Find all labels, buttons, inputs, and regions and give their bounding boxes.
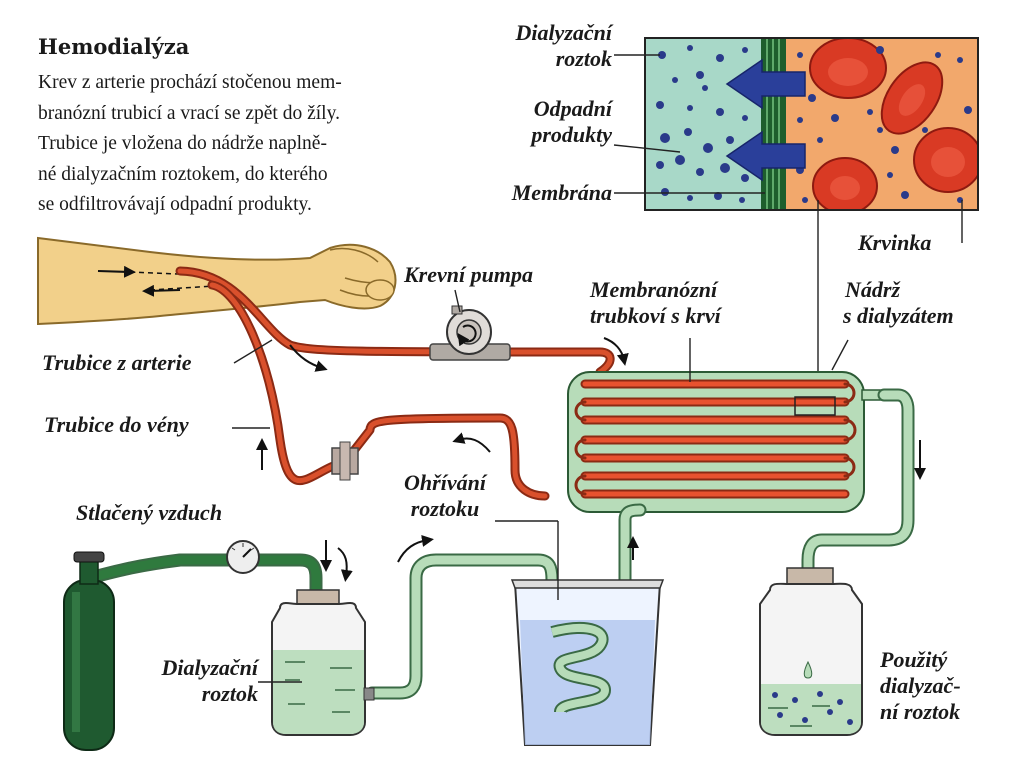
label-membrane-tubes: Membranózní trubkoví s krví bbox=[590, 277, 721, 328]
blood-pump bbox=[429, 305, 511, 361]
pressure-gauge bbox=[226, 540, 260, 574]
description: Krev z arterie prochází stočenou mem- br… bbox=[38, 68, 468, 221]
transport-arrows bbox=[725, 58, 806, 182]
label-compressed-air: Stlačený vzduch bbox=[76, 500, 223, 525]
label-vein-tube: Trubice do vény bbox=[44, 412, 189, 437]
label-dialysis-solution: Dialyzační roztok bbox=[161, 655, 258, 706]
description-line: branózní trubicí a vrací se zpět do žíly… bbox=[38, 102, 340, 124]
dialysate-tubing bbox=[83, 388, 915, 717]
label-waste-products: Odpadní produkty bbox=[531, 96, 612, 147]
solution-bottle bbox=[271, 540, 375, 736]
label-dialyzate-inset: Dialyzační roztok bbox=[515, 20, 612, 71]
description-line: né dialyzačním roztokem, do kterého bbox=[38, 163, 328, 185]
label-blood-pump: Krevní pumpa bbox=[404, 262, 533, 287]
label-blood-cell: Krvinka bbox=[858, 230, 932, 255]
label-leader-lines bbox=[232, 289, 849, 683]
membrane-inset bbox=[645, 38, 978, 210]
label-used-solution: Použitý dialyzač- ní roztok bbox=[880, 647, 961, 724]
dialyzer-tank bbox=[567, 371, 885, 513]
membrane-coils bbox=[574, 379, 857, 499]
flow-arrows bbox=[256, 337, 926, 582]
description-line: se odfiltrovávají odpadní produkty. bbox=[38, 194, 312, 215]
label-artery-tube: Trubice z arterie bbox=[42, 350, 192, 375]
description-line: Trubice je vložena do nádrže naplně- bbox=[38, 133, 327, 154]
heating-beaker bbox=[510, 579, 665, 746]
blood-tubing bbox=[175, 266, 615, 501]
label-membrane: Membrána bbox=[511, 180, 612, 205]
red-blood-cells bbox=[809, 38, 978, 210]
page-title: Hemodialýza bbox=[38, 34, 190, 59]
inset-leader-lines bbox=[613, 54, 963, 395]
label-tank: Nádrž s dialyzátem bbox=[843, 277, 954, 328]
used-solution-bottle bbox=[759, 567, 863, 736]
label-heating: Ohřívání roztoku bbox=[404, 470, 486, 521]
air-cylinder bbox=[63, 551, 115, 751]
vein-connector bbox=[331, 441, 359, 481]
description-line: Krev z arterie prochází stočenou mem- bbox=[38, 72, 342, 93]
